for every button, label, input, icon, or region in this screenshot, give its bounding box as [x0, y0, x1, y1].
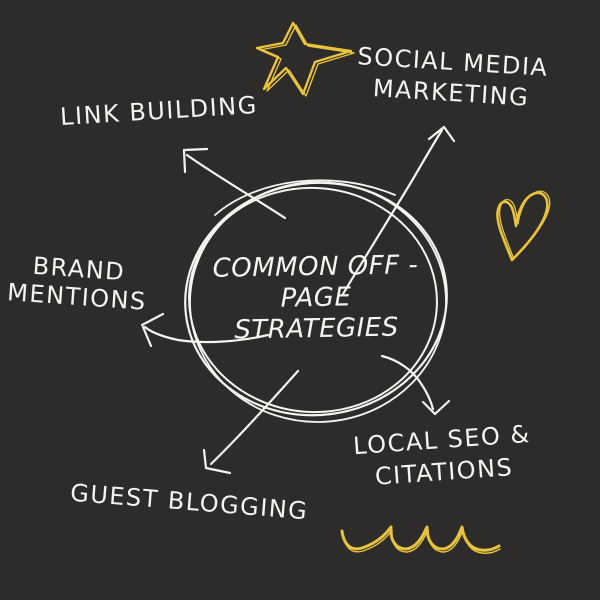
heart-doodle-icon — [496, 190, 551, 262]
arrow-to-link-building-icon — [182, 147, 287, 220]
label-brand-mentions: BRAND MENTIONS — [0, 249, 162, 316]
center-title: COMMON OFF - PAGE STRATEGIES — [195, 250, 437, 347]
center-title-line-1: COMMON OFF - — [212, 250, 419, 284]
star-doodle-icon — [255, 21, 355, 97]
arrow-to-brand-mentions-icon — [140, 312, 270, 348]
center-title-line-3: STRATEGIES — [234, 312, 399, 346]
squiggle-doodle-icon — [340, 525, 501, 554]
label-social-media-marketing: SOCIAL MEDIA MARKETING — [344, 41, 559, 116]
center-title-line-2: PAGE — [280, 282, 352, 314]
arrow-to-guest-blogging-icon — [202, 369, 300, 475]
arrow-to-local-seo-icon — [380, 354, 451, 416]
sketched-circle-icon — [184, 179, 448, 423]
arrow-to-social-media-icon — [341, 125, 456, 296]
